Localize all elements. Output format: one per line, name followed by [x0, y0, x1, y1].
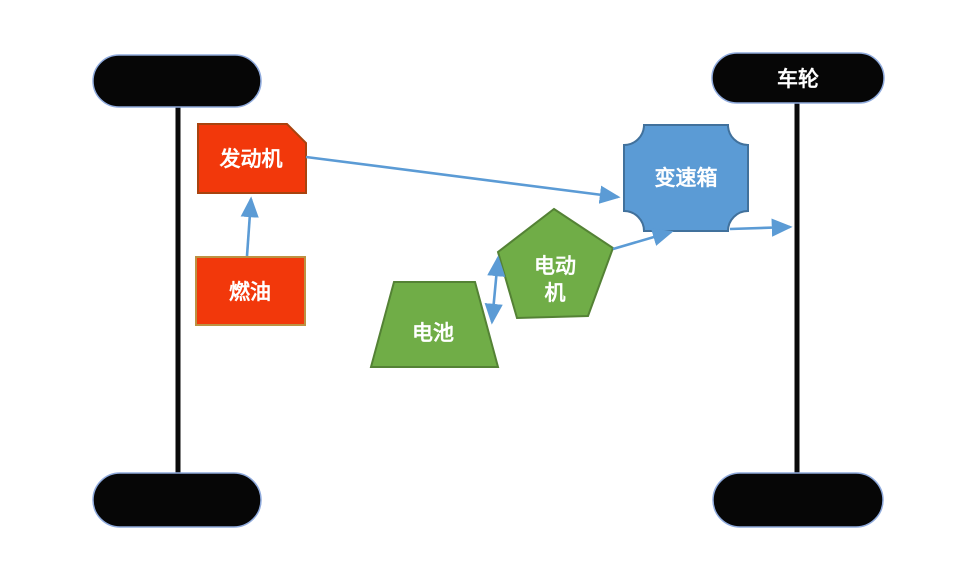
- arrow-engine-to-transmission: [305, 155, 621, 204]
- arrow-fuel-to-engine: [240, 196, 259, 257]
- motor-node: [496, 207, 615, 320]
- fuel-node: [195, 256, 306, 326]
- arrow-battery-motor-bidirectional: [484, 255, 506, 325]
- wheel-front-right: [711, 52, 885, 104]
- battery-node: [369, 281, 500, 368]
- fuel-label: 燃油: [229, 280, 271, 304]
- arrow-transmission-to-axle: [729, 218, 793, 237]
- wheel-label: 车轮: [777, 67, 819, 91]
- motor-label-line1: 电动: [534, 254, 576, 278]
- transmission-label: 变速箱: [655, 166, 718, 190]
- engine-node: [197, 123, 307, 194]
- wheel-rear-right: [712, 472, 884, 528]
- motor-label-line2: 机: [545, 281, 566, 305]
- engine-label: 发动机: [219, 147, 283, 171]
- wheel-front-left: [92, 54, 262, 108]
- wheel-rear-left: [92, 472, 262, 528]
- arrow-motor-to-transmission: [612, 228, 674, 251]
- transmission-node: [623, 124, 749, 232]
- battery-label: 电池: [412, 321, 454, 345]
